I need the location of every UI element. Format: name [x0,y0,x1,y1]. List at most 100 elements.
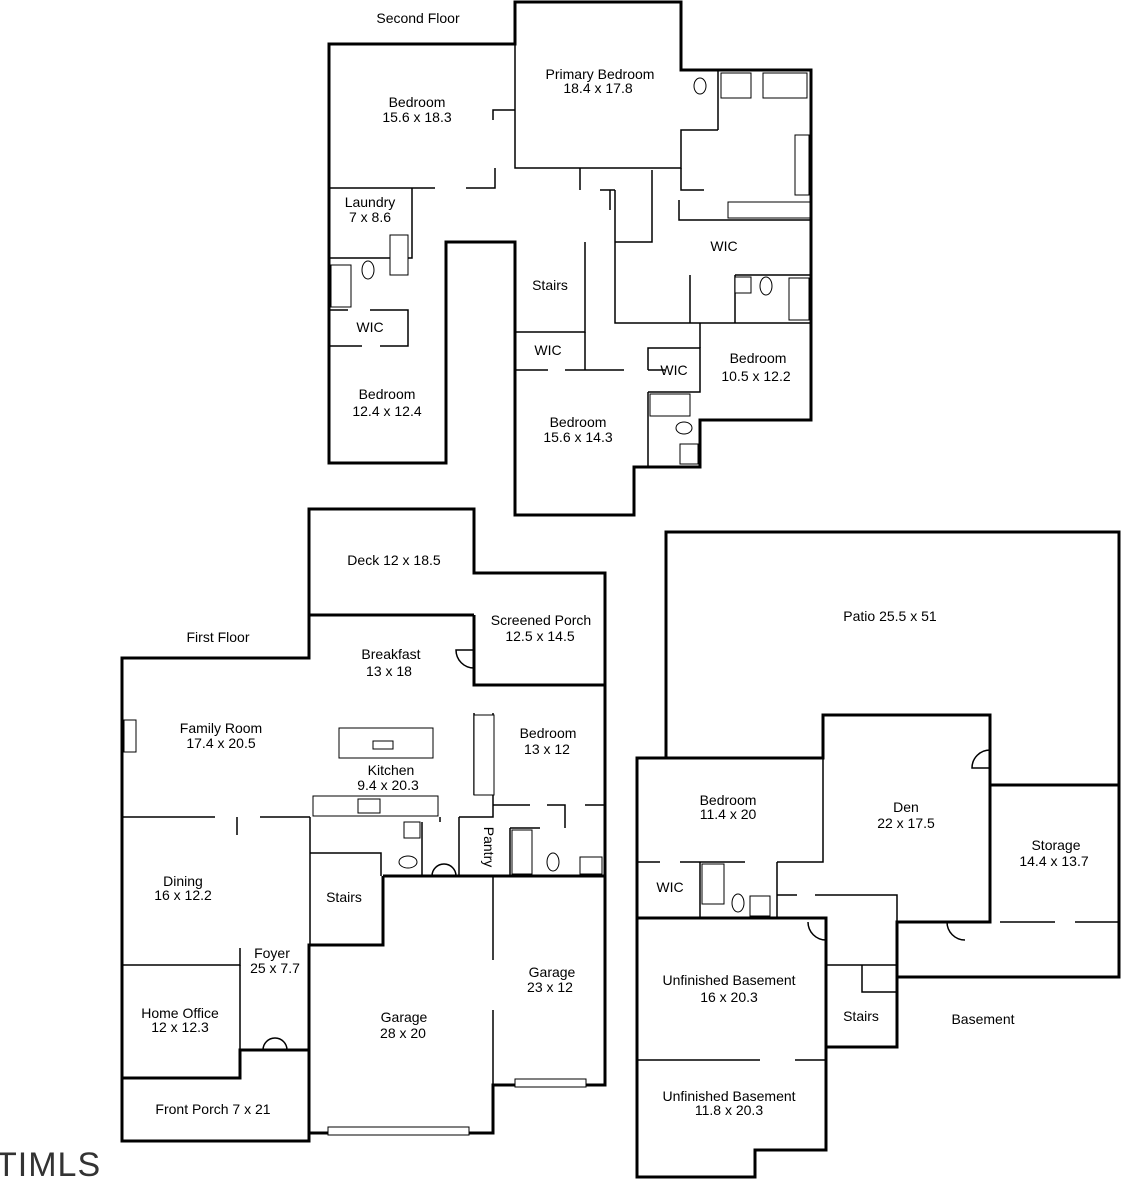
room-name: Breakfast [361,646,420,662]
room-dimensions: 14.4 x 13.7 [1019,853,1088,869]
room-dimensions: 13 x 18 [366,663,412,679]
room-dimensions: 11.8 x 20.3 [695,1102,763,1118]
room-name: Unfinished Basement [662,1088,795,1104]
garage-left-wall [307,876,385,1133]
room-name: WIC [710,238,737,254]
room-dimensions: 13 x 12 [524,741,570,757]
toilet-icon [693,77,707,95]
shower-icon [720,72,752,99]
room-name: WIC [534,342,561,358]
room-dimensions: 15.6 x 14.3 [543,429,612,445]
toilet-icon [398,855,418,869]
basement-title: Basement [951,1011,1014,1027]
toilet-icon [361,260,375,280]
room-name: Stairs [326,889,362,905]
room-dimensions: 17.4 x 20.5 [186,735,255,751]
room-dimensions: 12 x 12.3 [151,1019,209,1035]
bathtub-icon [788,277,810,321]
room-dimensions: 25 x 7.7 [250,960,300,976]
patio-outline [664,530,1121,785]
second-floor-fixtures [330,72,811,465]
first-floor-title: First Floor [187,629,250,645]
room-name: Den [893,799,919,815]
second-floor-interior-walls [329,44,811,467]
second-floor-outline [327,0,813,517]
room-name: Patio 25.5 x 51 [843,608,937,624]
sink-icon [403,821,421,839]
sink-icon [372,740,394,750]
first-floor-fixtures [123,714,603,1136]
first-floor-interior-walls [122,713,605,1133]
door-swing-icon [946,921,966,941]
room-dimensions: 15.6 x 18.3 [382,109,451,125]
room-name: Bedroom [359,386,416,402]
room-name: WIC [356,319,383,335]
room-name: Primary Bedroom [546,66,655,82]
vanity-icon [727,201,811,219]
room-dimensions: 16 x 12.2 [154,887,212,903]
basement-interior-walls [637,715,1119,1061]
room-name: Bedroom [520,725,577,741]
basement: Patio 25.5 x 51 Bedroom 11.4 x 20 Den 22… [635,530,1121,1179]
room-name: Screened Porch [491,612,591,628]
room-dimensions: 10.5 x 12.2 [721,368,790,384]
vanity-icon [794,134,810,196]
door-swing-icon [807,921,827,941]
door-swing-icon [455,649,475,669]
den-wall [895,785,992,977]
cooktop-icon [357,798,381,814]
room-name: Unfinished Basement [662,972,795,988]
room-dimensions: 16 x 20.3 [700,989,758,1005]
room-dimensions: 18.4 x 17.8 [563,80,632,96]
room-name: Garage [381,1009,428,1025]
counter-icon [473,714,495,796]
toilet-icon [675,421,693,435]
room-name: Bedroom [389,94,446,110]
bathtub-icon [762,72,808,99]
room-dimensions: 12.4 x 12.4 [352,403,421,419]
bathtub-icon [330,264,352,308]
first-floor-outline [120,507,607,1143]
sink-icon [749,895,771,917]
room-dimensions: 23 x 12 [527,979,573,995]
door-swing-icon [431,863,457,877]
room-name: Stairs [532,277,568,293]
toilet-icon [546,852,560,872]
sink-icon [734,276,752,294]
washer-dryer-icon [389,234,409,276]
fireplace-icon [123,719,137,753]
room-name: Bedroom [730,350,787,366]
room-name: Foyer [254,945,290,961]
first-floor: First Floor [120,507,607,1143]
room-name: Front Porch 7 x 21 [155,1101,270,1117]
door-swing-icon [971,749,991,769]
room-dimensions: 9.4 x 20.3 [357,777,419,793]
toilet-icon [759,276,773,296]
basement-fixtures [701,863,771,917]
room-name: Stairs [843,1008,879,1024]
room-name: Garage [529,964,576,980]
door-swing-icon [262,1037,288,1051]
room-dimensions: 22 x 17.5 [877,815,935,831]
room-dimensions: 7 x 8.6 [349,209,391,225]
garage-door-icon [327,1126,470,1136]
room-name: Laundry [345,194,396,210]
garage-door-icon [514,1078,587,1088]
room-dimensions: 28 x 20 [380,1025,426,1041]
room-name: Storage [1031,837,1080,853]
room-name: Dining [163,873,203,889]
room-name: Family Room [180,720,262,736]
sink-icon [579,856,603,875]
bathtub-icon [649,393,691,417]
room-name: Deck 12 x 18.5 [347,552,441,568]
room-name: Pantry [481,827,497,867]
room-name: Home Office [141,1005,219,1021]
mls-logo: TIMLS [0,1146,101,1179]
room-name: Bedroom [700,792,757,808]
room-name: WIC [656,879,683,895]
room-name: Kitchen [368,762,415,778]
sink-icon [679,443,699,465]
toilet-icon [731,893,745,913]
room-name: Bedroom [550,414,607,430]
